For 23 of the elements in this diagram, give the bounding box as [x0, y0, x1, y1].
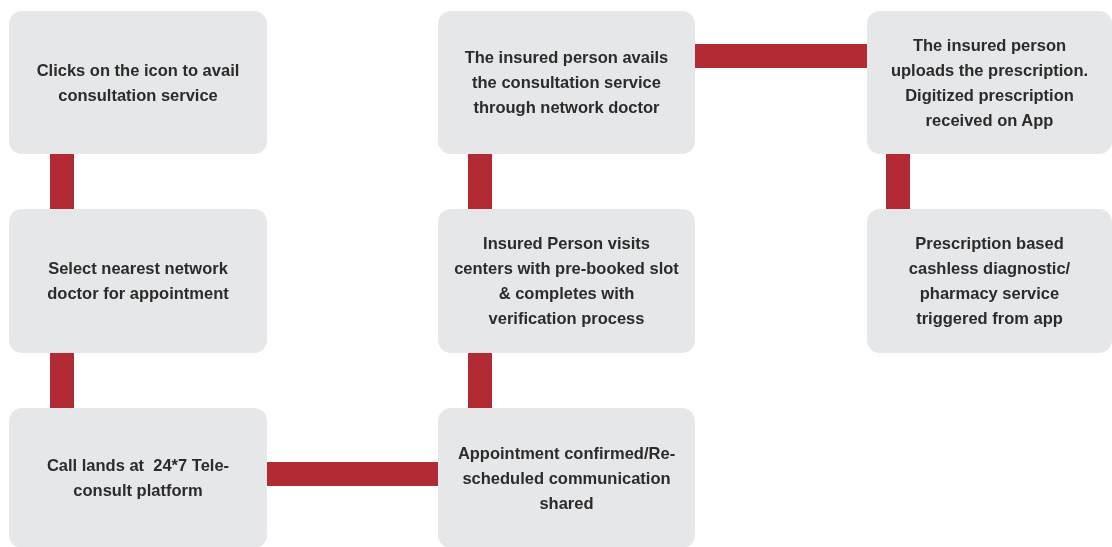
- step-text: Prescription based cashless diagnostic/ pharmacy service triggered from app: [907, 233, 1072, 329]
- process-box: [867, 209, 1112, 353]
- process-box: [9, 209, 267, 353]
- step-text: The insured person avails the consultation service through network doctor: [463, 47, 670, 118]
- process-box: [438, 209, 695, 353]
- connector-bar: [50, 154, 74, 209]
- process-box: [438, 11, 695, 154]
- step-text: Clicks on the icon to avail consultation service: [35, 59, 241, 106]
- step-text: Appointment confirmed/Re-scheduled communication shared: [456, 442, 677, 514]
- step-text: Select nearest network doctor for appointment: [46, 258, 230, 304]
- process-box: [9, 11, 267, 154]
- step-text: The insured person uploads the prescription. Digitized prescription received on App: [889, 34, 1090, 131]
- connector-bar: [267, 462, 438, 486]
- process-box: [867, 11, 1112, 154]
- connector-bar: [695, 44, 867, 68]
- step-text: Insured Person visits centers with pre-booked slot & completes with verification process: [454, 233, 679, 329]
- step-text: Call lands at 24*7 Tele-consult platform: [45, 455, 231, 501]
- connector-bar: [886, 154, 910, 209]
- connector-bar: [468, 154, 492, 209]
- process-box: [9, 408, 267, 547]
- connector-bar: [50, 353, 74, 408]
- process-box: [438, 408, 695, 547]
- connector-bar: [468, 353, 492, 408]
